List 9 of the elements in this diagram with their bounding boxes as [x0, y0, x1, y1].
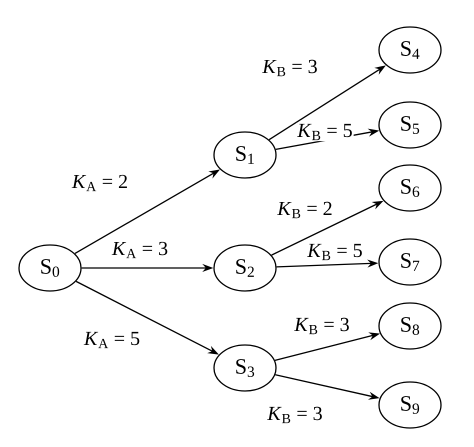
edge-label: K$_{B}$ = 3: [266, 406, 324, 424]
edge-label: K$_{A}$ = 2: [70, 174, 130, 192]
edge-label: K$_{B}$ = 3: [293, 316, 351, 336]
edge-label: K$_{A}$ = 3: [110, 240, 170, 260]
edge-label: K$_{B}$ = 5: [306, 242, 364, 262]
edge-label: K$_{B}$ = 3: [261, 58, 319, 78]
edge-label: K$_{B}$ = 2: [276, 200, 334, 220]
edge-label: K$_{A}$ = 5: [82, 330, 142, 350]
edge-label: K$_{B}$ = 5: [296, 122, 354, 142]
